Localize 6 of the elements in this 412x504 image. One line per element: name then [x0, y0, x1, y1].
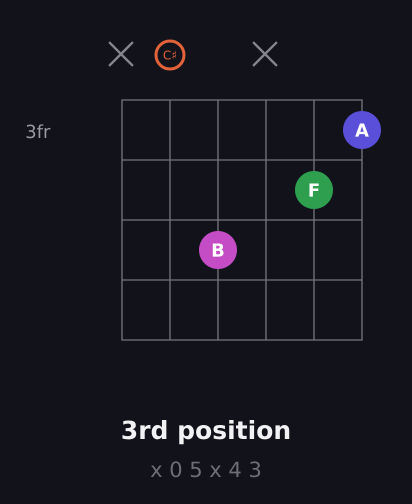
title: 3rd position — [122, 420, 290, 444]
open-string-ring: C♯ — [154, 40, 186, 70]
fret-number: 3fr — [26, 124, 50, 138]
fingering-code: x 0 5 x 4 3 — [150, 461, 260, 478]
mute-cross — [252, 42, 278, 66]
mute-cross — [108, 42, 134, 66]
